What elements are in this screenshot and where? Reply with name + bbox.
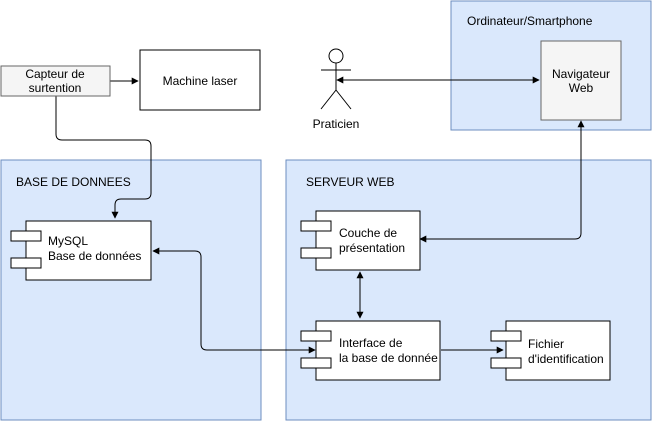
component-tab-icon — [10, 230, 42, 242]
container-serveur-title: SERVEUR WEB — [306, 175, 394, 189]
node-navigateur: Navigateur Web — [540, 40, 622, 121]
component-tab-icon — [10, 257, 42, 269]
edge-navigateur-couche — [419, 120, 585, 243]
couche-line-2: présentation — [339, 241, 405, 255]
mysql-line-2: Base de données — [48, 249, 141, 263]
container-serveur-web: SERVEUR WEB — [285, 159, 652, 421]
component-mysql: MySQL Base de données — [10, 220, 152, 281]
component-tab-icon — [300, 330, 332, 342]
praticien-label: Praticien — [313, 117, 360, 131]
component-tab-icon — [300, 247, 332, 259]
interface-line-2: la base de donnée — [339, 351, 438, 365]
component-tab-icon — [300, 220, 332, 232]
container-base-title: BASE DE DONNEES — [16, 175, 131, 189]
node-capteur: Capteur de surtention — [0, 65, 111, 97]
actor-head-icon — [328, 48, 344, 64]
component-fichier-identification: Fichier d'identification — [490, 320, 611, 381]
fichier-line-2: d'identification — [528, 352, 604, 366]
node-machine-laser: Machine laser — [139, 49, 261, 111]
fichier-line-1: Fichier — [528, 337, 564, 351]
machine-label: Machine laser — [163, 74, 238, 88]
navigateur-line-1: Navigateur — [552, 67, 610, 81]
actor-praticien — [320, 48, 352, 110]
mysql-line-1: MySQL — [48, 234, 88, 248]
edge-capteur-mysql — [55, 96, 152, 219]
couche-line-1: Couche de — [339, 226, 397, 240]
edge-mysql-interface — [152, 247, 316, 354]
connectors — [55, 76, 585, 354]
component-tab-icon — [490, 330, 522, 342]
capteur-line-1: Capteur de — [25, 67, 85, 81]
component-tab-icon — [490, 357, 522, 369]
component-tab-icon — [300, 357, 332, 369]
capteur-line-2: surtention — [29, 81, 82, 95]
component-couche-presentation: Couche de présentation — [300, 210, 421, 271]
container-ordinateur-title: Ordinateur/Smartphone — [467, 14, 593, 28]
component-interface-bdd: Interface de la base de donnée — [300, 320, 441, 381]
interface-line-1: Interface de — [339, 336, 403, 350]
navigateur-line-2: Web — [569, 81, 594, 95]
